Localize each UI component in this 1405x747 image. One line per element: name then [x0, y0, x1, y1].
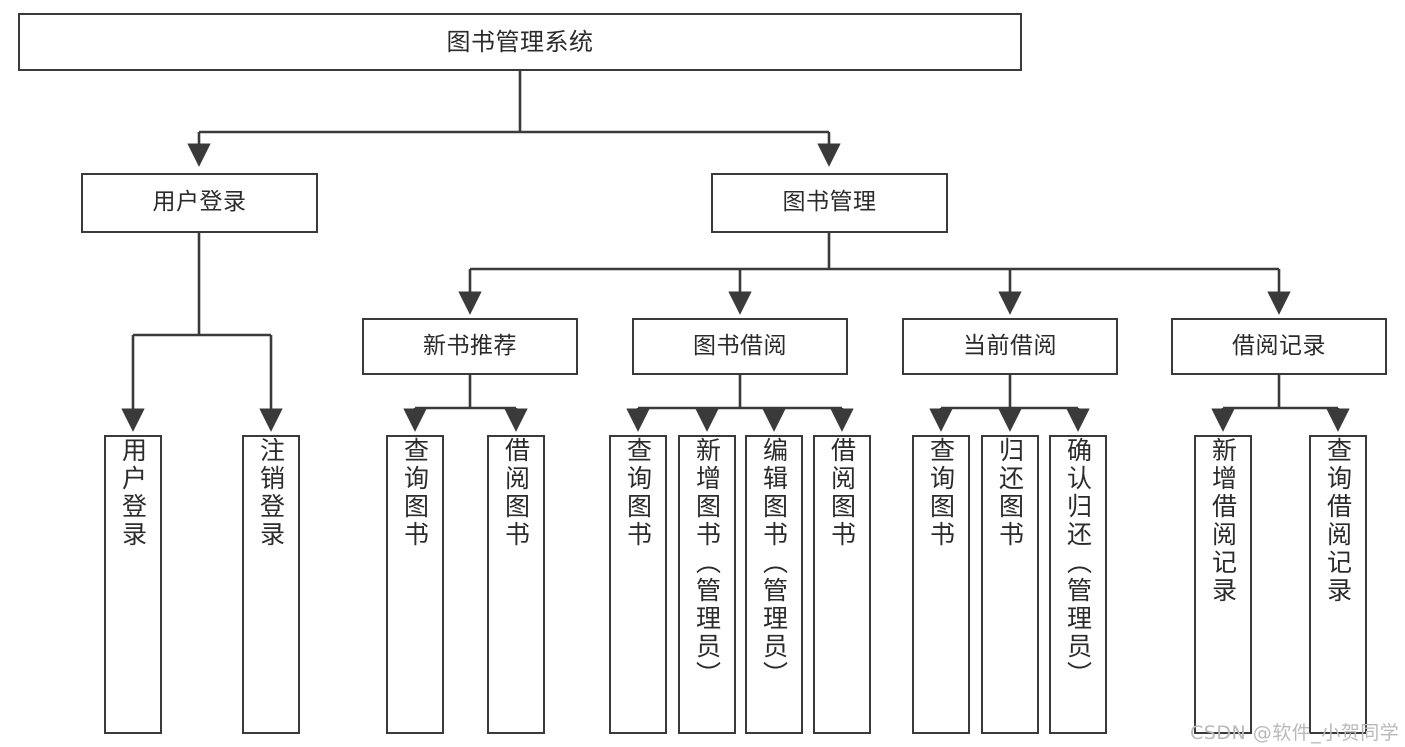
- leaf-edit-book-admin-label: 编辑图书（管理员）: [759, 437, 789, 689]
- leaf-query-book-borrow[interactable]: 查询图书: [609, 435, 667, 734]
- node-current-borrow[interactable]: 当前借阅: [902, 318, 1118, 375]
- leaf-add-borrow-record-label: 新增借阅记录: [1208, 437, 1238, 605]
- leaf-borrow-book-rec[interactable]: 借阅图书: [487, 435, 545, 734]
- leaf-return-book-label: 归还图书: [995, 437, 1025, 549]
- leaf-add-book-admin-label: 新增图书（管理员）: [692, 437, 722, 689]
- node-new-book-recommend-label: 新书推荐: [423, 332, 517, 359]
- node-borrow-record-label: 借阅记录: [1232, 332, 1326, 359]
- node-root[interactable]: 图书管理系统: [18, 13, 1022, 71]
- leaf-add-book-admin[interactable]: 新增图书（管理员）: [678, 435, 736, 734]
- leaf-query-book-borrow-label: 查询图书: [623, 437, 653, 549]
- leaf-edit-book-admin[interactable]: 编辑图书（管理员）: [745, 435, 803, 734]
- node-user-login-label: 用户登录: [152, 189, 247, 216]
- leaf-query-book-rec-label: 查询图书: [400, 437, 430, 549]
- node-current-borrow-label: 当前借阅: [963, 332, 1057, 359]
- node-user-login[interactable]: 用户登录: [81, 173, 318, 233]
- leaf-query-book-current[interactable]: 查询图书: [912, 435, 970, 734]
- leaf-user-login-label: 用户登录: [118, 437, 148, 549]
- leaf-query-book-rec[interactable]: 查询图书: [386, 435, 444, 734]
- node-book-management[interactable]: 图书管理: [711, 173, 948, 233]
- node-borrow-record[interactable]: 借阅记录: [1171, 318, 1387, 375]
- leaf-borrow-book[interactable]: 借阅图书: [813, 435, 871, 734]
- leaf-logout-label: 注销登录: [256, 437, 286, 549]
- leaf-logout[interactable]: 注销登录: [242, 435, 300, 734]
- leaf-borrow-book-label: 借阅图书: [827, 437, 857, 549]
- leaf-confirm-return-admin[interactable]: 确认归还（管理员）: [1049, 435, 1107, 734]
- node-book-borrow-label: 图书借阅: [693, 332, 787, 359]
- node-new-book-recommend[interactable]: 新书推荐: [362, 318, 578, 375]
- node-book-management-label: 图书管理: [782, 189, 877, 216]
- leaf-return-book[interactable]: 归还图书: [981, 435, 1039, 734]
- leaf-add-borrow-record[interactable]: 新增借阅记录: [1194, 435, 1252, 734]
- leaf-query-book-current-label: 查询图书: [926, 437, 956, 549]
- leaf-query-borrow-record-label: 查询借阅记录: [1323, 437, 1353, 605]
- node-book-borrow[interactable]: 图书借阅: [632, 318, 848, 375]
- leaf-borrow-book-rec-label: 借阅图书: [501, 437, 531, 549]
- leaf-user-login[interactable]: 用户登录: [104, 435, 162, 734]
- node-root-label: 图书管理系统: [446, 27, 594, 56]
- watermark: CSDN @软件_小贺同学: [1190, 722, 1400, 744]
- leaf-confirm-return-admin-label: 确认归还（管理员）: [1063, 437, 1093, 689]
- leaf-query-borrow-record[interactable]: 查询借阅记录: [1309, 435, 1367, 734]
